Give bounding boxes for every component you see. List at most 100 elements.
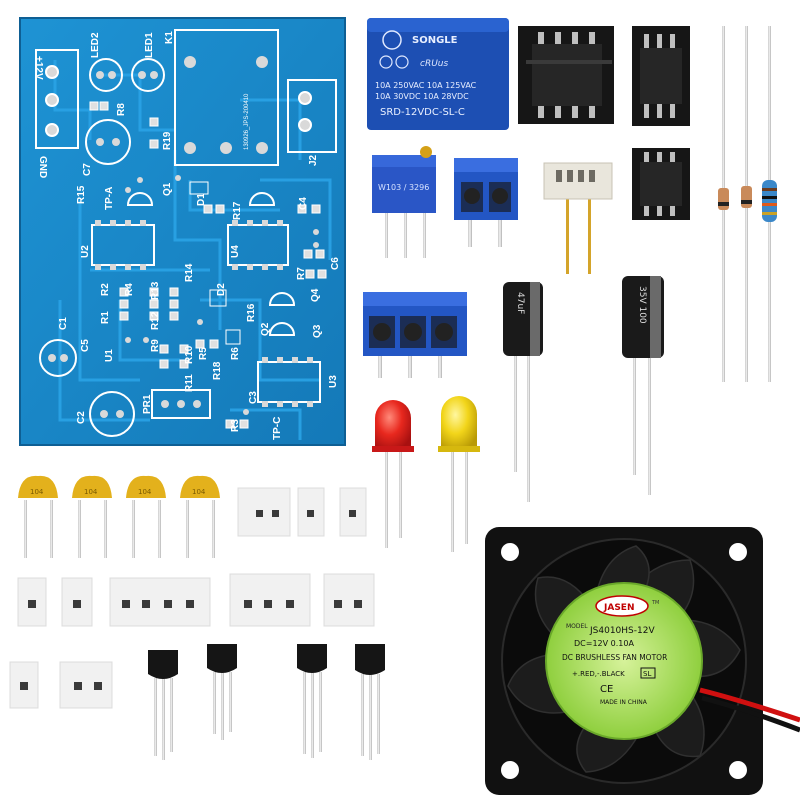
label-r1: R1 [100, 311, 111, 324]
adjust-screw-icon [420, 146, 432, 158]
label-r10: R10 [184, 345, 195, 364]
relay-pads [184, 56, 268, 154]
relay-model: SRD-12VDC-SL-C [380, 107, 465, 118]
label-u2: U2 [80, 245, 91, 258]
label-led2: LED2 [90, 32, 101, 58]
pcb-serial: 130926_JPS-200410 [244, 93, 250, 150]
transistor [297, 644, 327, 758]
electrolytic-capacitor-small: 47uF [503, 282, 543, 502]
diode-1 [718, 26, 729, 382]
label-r17: R17 [232, 201, 243, 220]
label-r7: R7 [296, 267, 307, 280]
terminal-block-3pin [363, 292, 467, 378]
fan-red-wire [699, 687, 800, 723]
label-u1: U1 [104, 349, 115, 362]
fan-mount-hole [729, 543, 747, 561]
relay-rating-1: 10A 250VAC 10A 125VAC [375, 81, 477, 90]
songle-logo-icon [382, 30, 402, 50]
label-tpc: TP-C [272, 417, 283, 440]
smd-pads [89, 101, 327, 429]
label-q2: Q2 [260, 322, 271, 336]
ceramic-capacitor: 104 [126, 475, 166, 558]
diode-2 [741, 26, 752, 382]
ceramic-capacitor: 104 [18, 475, 58, 558]
terminal-footprint-j2 [287, 79, 337, 153]
label-r3: R3 [230, 419, 241, 432]
fan-wires: +.RED,-.BLACK [572, 670, 625, 678]
transistor-footprints [126, 192, 296, 336]
label-led1: LED1 [144, 32, 155, 58]
ic-pads [95, 220, 313, 407]
smd-components [20, 510, 362, 690]
label-r8: R8 [116, 103, 127, 116]
label-c5: C5 [80, 339, 91, 352]
humidity-sensor [543, 162, 613, 274]
fan-brand: JASEN [603, 603, 634, 613]
fan-mount-hole [501, 543, 519, 561]
soic-chip-pack-2 [632, 26, 690, 126]
label-r12: R12 [150, 311, 161, 330]
transistor [148, 650, 178, 760]
trimmer-potentiometer: W103 / 3296 [372, 146, 436, 258]
label-c1: C1 [58, 317, 69, 330]
led-pads [96, 71, 158, 79]
cap-pads [48, 138, 124, 418]
fan-sl: SL [643, 670, 651, 678]
label-r19: R19 [162, 131, 173, 150]
label-q3: Q3 [312, 324, 323, 338]
label-d2: D2 [216, 283, 227, 296]
label-c2: C2 [76, 411, 87, 424]
label-c4: C4 [298, 197, 309, 210]
fan-mount-hole [729, 761, 747, 779]
ccc-mark-icon [379, 55, 393, 69]
label-r14: R14 [184, 263, 195, 282]
label-c3: C3 [248, 391, 259, 404]
terminal-footprint-power [35, 49, 79, 149]
relay-footprint [174, 29, 279, 166]
ceramic-marking-4: 104 [192, 488, 206, 496]
label-r5: R5 [198, 347, 209, 360]
label-q4: Q4 [310, 288, 321, 302]
ceramic-capacitor: 104 [180, 475, 220, 558]
led-footprints [89, 58, 165, 92]
label-u4: U4 [230, 245, 241, 258]
fan-model-label: MODEL [566, 623, 588, 630]
transistor [355, 644, 385, 760]
cooling-fan: JASEN TM MODEL JS4010HS-12V DC=12V 0.10A… [485, 527, 800, 795]
ceramic-capacitors: 104 104 104 104 [18, 475, 220, 558]
ceramic-marking-2: 104 [84, 488, 98, 496]
soic-chip-pack-1 [518, 26, 614, 124]
ceramic-capacitor: 104 [72, 475, 112, 558]
label-q1: Q1 [162, 182, 173, 196]
relay: SONGLE cRUus 10A 250VAC 10A 125VAC 10A 3… [367, 18, 509, 130]
fan-mount-hole [501, 761, 519, 779]
label-k1: K1 [164, 31, 175, 44]
jasen-logo-icon [595, 595, 649, 617]
label-r13: R13 [150, 281, 161, 300]
label-c6: C6 [330, 257, 341, 270]
electrolytic-capacitor-large: 35V 100 [622, 276, 664, 495]
ic-footprints [91, 224, 321, 403]
label-tpa: TP-A [104, 187, 115, 210]
fan-black-wire [701, 695, 800, 733]
relay-brand: SONGLE [412, 35, 458, 46]
soic-chip-pack-3 [632, 148, 690, 220]
vias [125, 175, 319, 415]
label-12v: +12V [33, 56, 44, 80]
fan-type: DC BRUSHLESS FAN MOTOR [562, 653, 667, 662]
ul-mark-icon: cRUus [420, 59, 448, 69]
label-r16: R16 [246, 303, 257, 322]
label-r2: R2 [100, 283, 111, 296]
label-d1: D1 [196, 193, 207, 206]
fan-ce: CE [600, 684, 613, 695]
pr1-footprint [151, 389, 211, 419]
label-r6: R6 [230, 347, 241, 360]
label-r11: R11 [184, 374, 195, 392]
pcb-board: +12V GND LED2 LED1 K1 R8 R19 J2 C7 R15 T… [19, 17, 346, 446]
label-u3: U3 [328, 375, 339, 388]
c1-footprint [39, 339, 77, 377]
label-j2: J2 [308, 154, 319, 166]
label-r15: R15 [76, 185, 87, 204]
transistor [207, 644, 237, 740]
fan-spec: DC=12V 0.10A [574, 639, 634, 648]
